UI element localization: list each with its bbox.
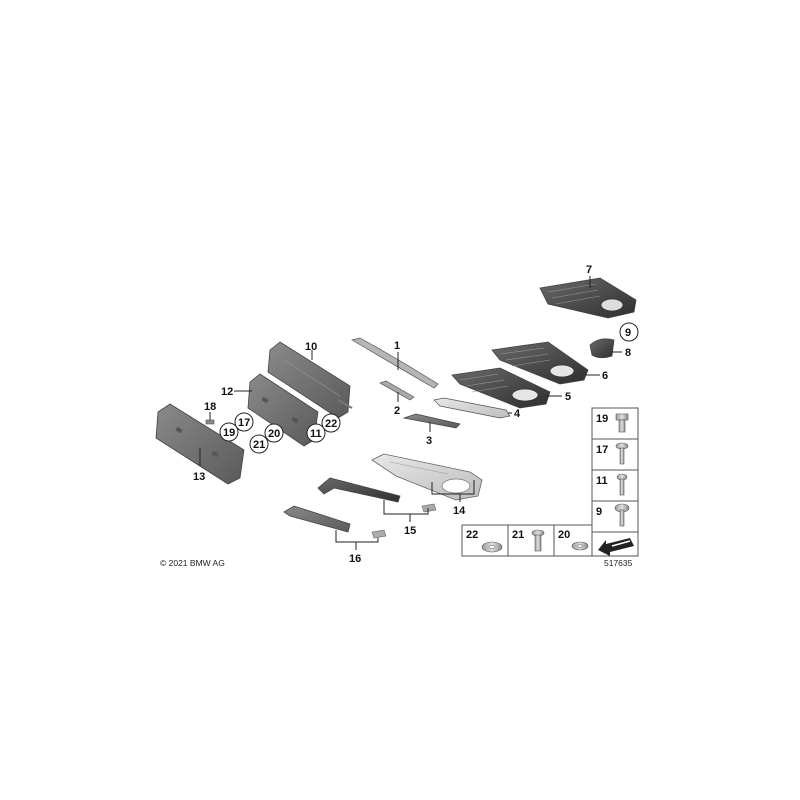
part-5-grille bbox=[451, 367, 551, 409]
callout-12: 12 bbox=[221, 386, 233, 398]
callout-11-circle bbox=[306, 423, 326, 443]
screw-icon bbox=[615, 442, 629, 465]
callout-5: 5 bbox=[565, 391, 571, 403]
part-4-chrome-strip bbox=[433, 397, 511, 419]
callout-9-circle bbox=[619, 322, 639, 342]
legend-cell-21 bbox=[507, 524, 555, 557]
callout-20: 20 bbox=[268, 428, 280, 440]
callout-20-circle bbox=[264, 423, 284, 443]
callout-13: 13 bbox=[193, 471, 205, 483]
nut-icon bbox=[615, 413, 629, 433]
part-13-plate-base bbox=[155, 403, 245, 485]
part-16-trim bbox=[283, 505, 387, 539]
legend-cell-20 bbox=[553, 524, 593, 557]
part-2-trim-strip bbox=[379, 380, 415, 401]
part-8-cover-cap bbox=[589, 338, 615, 359]
callout-8: 8 bbox=[625, 347, 631, 359]
callout-15: 15 bbox=[404, 525, 416, 537]
diagram-number: 517635 bbox=[604, 558, 633, 568]
callout-19-circle bbox=[219, 422, 239, 442]
callout-6: 6 bbox=[602, 370, 608, 382]
callout-22-circle bbox=[321, 413, 341, 433]
legend-label-9: 9 bbox=[596, 506, 602, 518]
callout-17-circle bbox=[234, 412, 254, 432]
callout-7: 7 bbox=[586, 264, 592, 276]
callout-10: 10 bbox=[305, 341, 317, 353]
callout-1: 1 bbox=[394, 340, 400, 352]
fastener-legend: 19 17 11 9 22 21 bbox=[461, 407, 639, 557]
part-7-grille-upper bbox=[539, 277, 637, 319]
callout-22: 22 bbox=[325, 418, 337, 430]
part-6-grille bbox=[491, 341, 589, 385]
legend-label-22: 22 bbox=[466, 529, 478, 541]
legend-label-20: 20 bbox=[558, 529, 570, 541]
direction-arrow-icon bbox=[598, 538, 634, 556]
legend-cell-11 bbox=[591, 469, 639, 502]
callout-2: 2 bbox=[394, 405, 400, 417]
part-10-plate-base bbox=[267, 341, 353, 419]
screw-icon-11 bbox=[616, 473, 628, 496]
legend-label-21: 21 bbox=[512, 529, 524, 541]
part-14-frame bbox=[371, 453, 483, 501]
callout-3: 3 bbox=[426, 435, 432, 447]
flange-screw-icon bbox=[614, 503, 630, 527]
copyright-text: © 2021 BMW AG bbox=[160, 558, 225, 568]
part-18-clip bbox=[205, 419, 215, 425]
callout-21-circle bbox=[249, 434, 269, 454]
callout-21: 21 bbox=[253, 439, 265, 451]
callout-19a: 19 bbox=[223, 427, 235, 439]
callout-9: 9 bbox=[625, 327, 631, 339]
washer-icon bbox=[481, 541, 503, 553]
legend-label-19: 19 bbox=[596, 413, 608, 425]
part-1-trim-strip bbox=[351, 337, 439, 389]
legend-cell-19 bbox=[591, 407, 639, 440]
legend-label-11: 11 bbox=[596, 475, 608, 487]
bolt-icon bbox=[531, 529, 545, 552]
part-3-trim-strip bbox=[402, 413, 461, 429]
callout-18: 18 bbox=[204, 401, 216, 413]
callout-11: 11 bbox=[310, 428, 322, 440]
legend-label-17: 17 bbox=[596, 444, 608, 456]
callout-14: 14 bbox=[453, 505, 466, 517]
callout-16: 16 bbox=[349, 553, 361, 565]
legend-cell-9 bbox=[591, 500, 639, 533]
leader-15 bbox=[383, 500, 429, 515]
legend-cell-17 bbox=[591, 438, 639, 471]
callout-4: 4 bbox=[514, 408, 521, 420]
callout-17: 17 bbox=[238, 417, 250, 429]
leader-16 bbox=[335, 530, 379, 543]
part-15-trim bbox=[317, 477, 437, 513]
washer-icon-20 bbox=[571, 541, 589, 551]
leader-14 bbox=[431, 480, 475, 495]
